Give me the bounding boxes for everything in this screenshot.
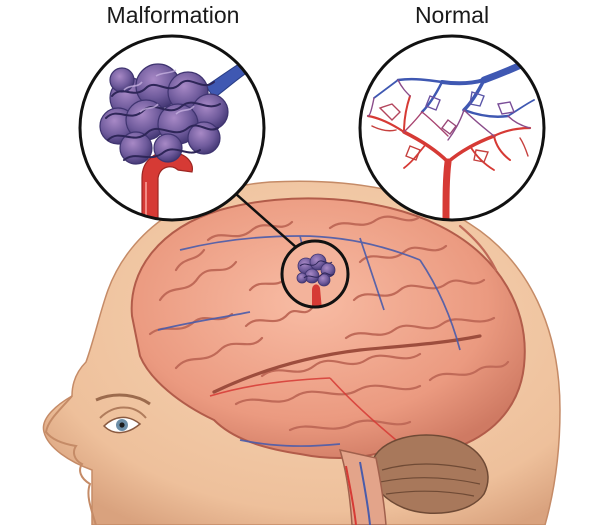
brain [130, 197, 526, 526]
brain-malformation-marker [280, 239, 350, 309]
tangled-vessel-icon [99, 51, 264, 220]
malformation-inset [78, 34, 266, 222]
connector-line [235, 193, 298, 249]
eye [95, 393, 151, 434]
normal-inset [358, 34, 546, 222]
malformation-label: Malformation [106, 2, 240, 28]
branching-vessel-icon [366, 52, 544, 220]
surface-veins [157, 235, 461, 447]
normal-label: Normal [414, 2, 490, 28]
